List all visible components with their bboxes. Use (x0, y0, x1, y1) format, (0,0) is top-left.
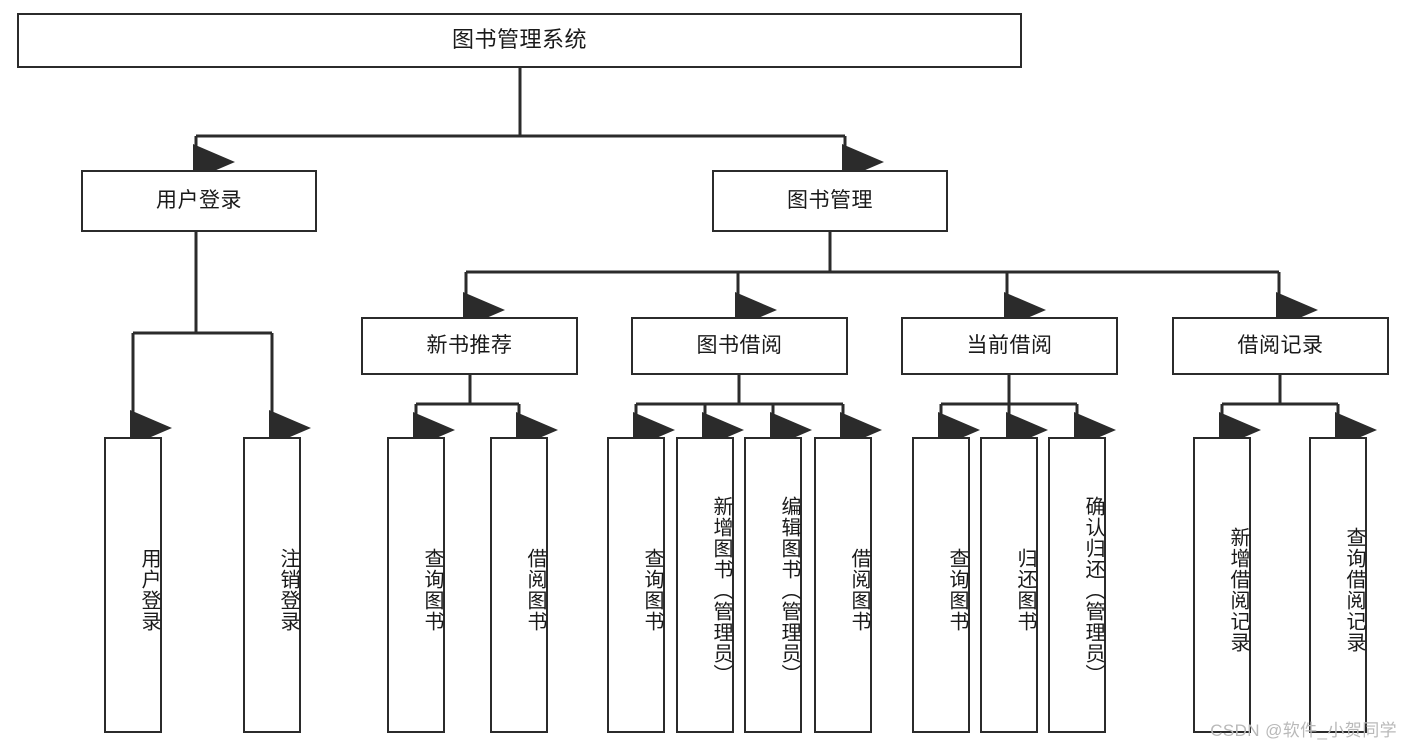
leaf-query-borrow-record[interactable]: 查询借阅记录 (1309, 437, 1367, 733)
leaf-edit-book[interactable]: 编辑图书（管理员） (744, 437, 802, 733)
node-label: 用户登录 (138, 548, 160, 632)
node-book-borrow[interactable]: 图书借阅 (631, 317, 848, 375)
leaf-borrow-book-recommend[interactable]: 借阅图书 (490, 437, 548, 733)
node-label: 借阅图书 (848, 548, 870, 632)
leaf-add-borrow-record[interactable]: 新增借阅记录 (1193, 437, 1251, 733)
node-label: 借阅图书 (524, 548, 546, 632)
leaf-add-book[interactable]: 新增图书（管理员） (676, 437, 734, 733)
node-label: 查询借阅记录 (1343, 527, 1365, 653)
node-label: 编辑图书（管理员） (778, 495, 800, 685)
leaf-user-login[interactable]: 用户登录 (104, 437, 162, 733)
leaf-query-book-current[interactable]: 查询图书 (912, 437, 970, 733)
node-borrow-record[interactable]: 借阅记录 (1172, 317, 1389, 375)
leaf-logout-login[interactable]: 注销登录 (243, 437, 301, 733)
node-label: 新增借阅记录 (1227, 527, 1249, 653)
node-user-login[interactable]: 用户登录 (81, 170, 317, 232)
node-label: 查询图书 (946, 548, 968, 632)
node-label: 图书借阅 (696, 334, 783, 358)
node-label: 新书推荐 (426, 334, 513, 358)
leaf-query-book-borrow[interactable]: 查询图书 (607, 437, 665, 733)
node-label: 借阅记录 (1237, 334, 1324, 358)
leaf-return-book[interactable]: 归还图书 (980, 437, 1038, 733)
node-label: 查询图书 (641, 548, 663, 632)
node-label: 新增图书（管理员） (710, 495, 732, 685)
node-label: 图书管理系统 (451, 27, 587, 53)
leaf-query-book-recommend[interactable]: 查询图书 (387, 437, 445, 733)
csdn-watermark: CSDN @软件_小贺同学 (1210, 721, 1397, 740)
node-label: 查询图书 (421, 548, 443, 632)
node-label: 归还图书 (1014, 548, 1036, 632)
node-label: 图书管理 (787, 189, 873, 213)
node-book-management[interactable]: 图书管理 (712, 170, 948, 232)
node-current-borrow[interactable]: 当前借阅 (901, 317, 1118, 375)
node-root-book-management-system[interactable]: 图书管理系统 (17, 13, 1022, 68)
node-label: 用户登录 (156, 189, 242, 213)
node-label: 确认归还（管理员） (1082, 495, 1104, 685)
node-label: 注销登录 (277, 548, 299, 632)
node-label: 当前借阅 (966, 334, 1053, 358)
leaf-confirm-return[interactable]: 确认归还（管理员） (1048, 437, 1106, 733)
leaf-borrow-book[interactable]: 借阅图书 (814, 437, 872, 733)
node-new-book-recommend[interactable]: 新书推荐 (361, 317, 578, 375)
